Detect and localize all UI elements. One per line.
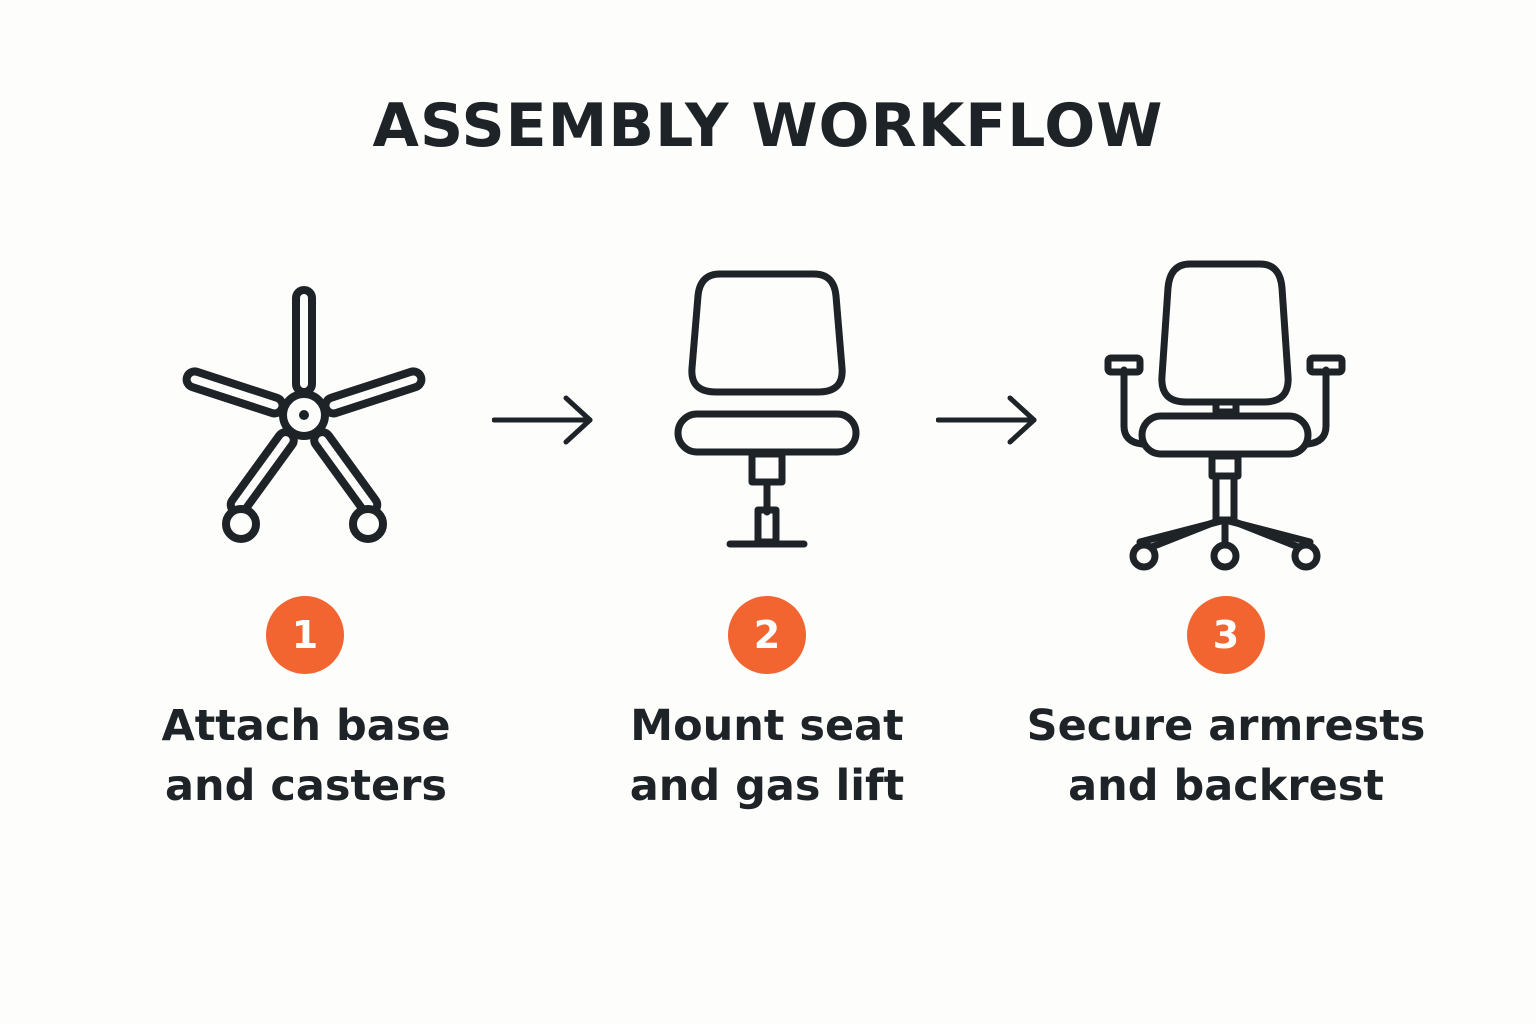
step-label-line: and backrest [1068, 761, 1384, 811]
arrow-right-icon [936, 394, 1040, 446]
step-number-badge: 1 [266, 596, 344, 674]
step-number-badge: 3 [1187, 596, 1265, 674]
page-title: ASSEMBLY WORKFLOW [372, 91, 1164, 161]
chair-seat-gas-lift-icon [672, 268, 862, 553]
step-label: Secure armrests and backrest [996, 696, 1456, 816]
chair-base-casters-icon [180, 280, 430, 550]
step-label-line: and casters [165, 761, 447, 811]
office-chair-complete-icon [1104, 258, 1348, 574]
step-label: Attach base and casters [76, 696, 536, 816]
step-label-line: Mount seat [630, 701, 904, 751]
step-label: Mount seat and gas lift [537, 696, 997, 816]
arrow-right-icon [492, 394, 596, 446]
step-label-line: Attach base [161, 701, 451, 751]
step-number-badge: 2 [728, 596, 806, 674]
step-label-line: Secure armrests [1026, 701, 1426, 751]
step-label-line: and gas lift [629, 761, 905, 811]
